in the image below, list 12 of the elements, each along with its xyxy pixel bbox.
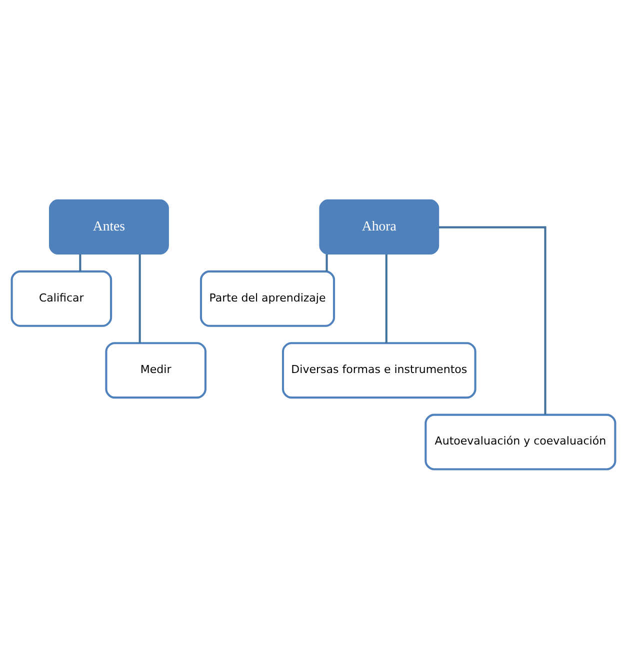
node-box: Autoevaluación y coevaluación (424, 414, 616, 470)
node-box: Ahora (319, 199, 440, 255)
node-box: Parte del aprendizaje (200, 270, 336, 327)
connector (326, 254, 328, 272)
node-box: Calificar (10, 270, 112, 327)
node-box: Antes (49, 199, 169, 255)
node-box: Medir (105, 342, 206, 399)
node-box: Diversas formas e instrumentos (282, 342, 476, 399)
connector (385, 254, 388, 343)
connector (79, 254, 82, 272)
connector (138, 254, 141, 343)
connector (438, 226, 546, 415)
